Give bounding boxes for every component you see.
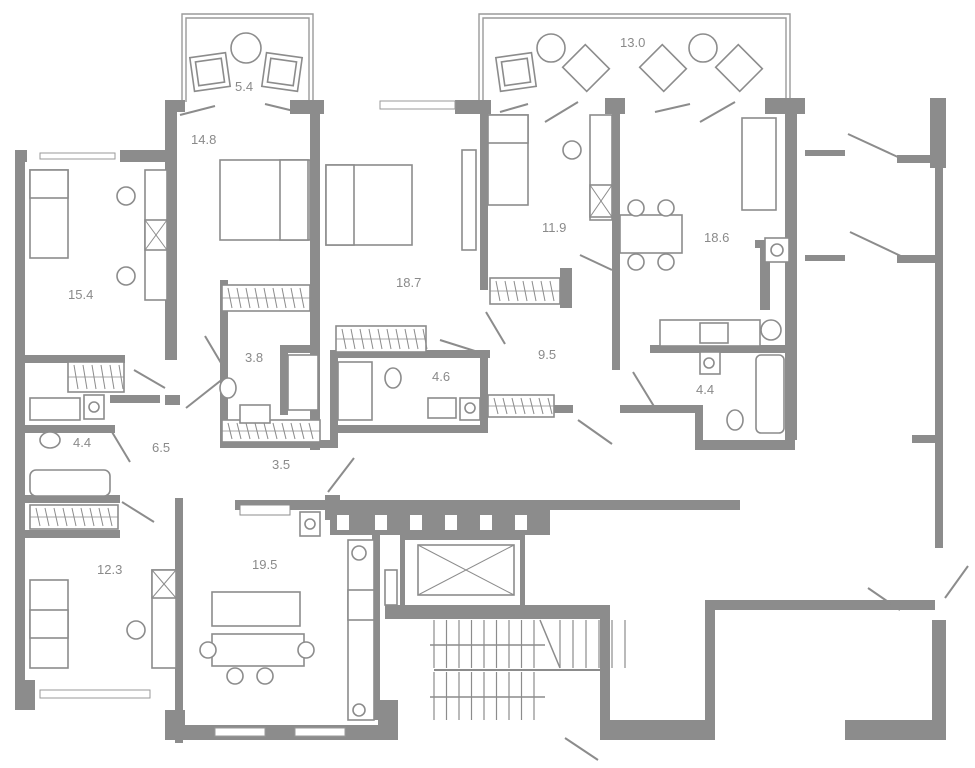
office-chairs [116, 140, 582, 640]
area-label-bedroom-e: 12.3 [97, 562, 122, 577]
area-label-bath-right: 4.4 [696, 382, 714, 397]
desks [144, 114, 613, 669]
wardrobes [29, 277, 561, 530]
area-label-corridor: 3.5 [272, 457, 290, 472]
balcony-right-outline [478, 13, 791, 102]
area-label-balcony-left: 5.4 [235, 79, 253, 94]
elevator [384, 544, 515, 606]
area-label-balcony-right: 13.0 [620, 35, 645, 50]
area-label-bath-left: 4.4 [73, 435, 91, 450]
area-label-bath-mid: 4.6 [432, 369, 450, 384]
area-label-bedroom-a: 14.8 [191, 132, 216, 147]
stairs [430, 619, 626, 720]
area-label-hall-left: 6.5 [152, 440, 170, 455]
area-label-hall-mid: 9.5 [538, 347, 556, 362]
beds [29, 114, 529, 669]
plumbing [29, 351, 785, 537]
walls [15, 98, 946, 743]
balcony-chairs [188, 32, 764, 93]
balcony-left-outline [181, 13, 314, 102]
room-labels: 5.4 13.0 14.8 15.4 18.7 11.9 18.6 3.8 4.… [68, 35, 729, 577]
kitchens [347, 237, 790, 721]
area-label-bedroom-c: 18.7 [396, 275, 421, 290]
doors [111, 101, 969, 761]
area-label-bath-small: 3.8 [245, 350, 263, 365]
area-label-bedroom-d: 11.9 [542, 220, 566, 235]
area-label-bedroom-b: 15.4 [68, 287, 93, 302]
area-label-living-left: 19.5 [252, 557, 277, 572]
area-label-living-right: 18.6 [704, 230, 729, 245]
living-furniture [199, 117, 777, 685]
